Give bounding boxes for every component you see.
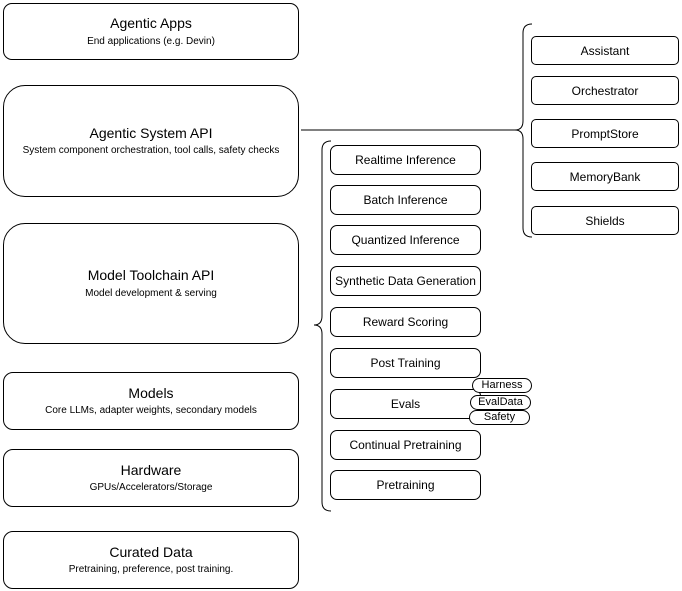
- layer-box-hardware: Hardware GPUs/Accelerators/Storage: [3, 449, 299, 507]
- layer-box-model-toolchain-api: Model Toolchain API Model development & …: [3, 223, 299, 344]
- layer-title: Agentic Apps: [110, 15, 192, 32]
- layer-box-curated-data: Curated Data Pretraining, preference, po…: [3, 531, 299, 589]
- layer-subtitle: End applications (e.g. Devin): [87, 35, 215, 47]
- layer-title: Curated Data: [109, 543, 193, 560]
- layer-subtitle: Model development & serving: [85, 287, 217, 299]
- toolchain-brace: [313, 140, 332, 512]
- layer-title: Hardware: [120, 461, 182, 478]
- toolchain-item-synthetic-data-generation: Synthetic Data Generation: [330, 266, 481, 296]
- toolchain-item-realtime-inference: Realtime Inference: [330, 145, 481, 175]
- toolchain-item-pretraining: Pretraining: [330, 470, 481, 500]
- layer-box-agentic-apps: Agentic Apps End applications (e.g. Devi…: [3, 3, 299, 60]
- toolchain-item-reward-scoring: Reward Scoring: [330, 307, 481, 337]
- layer-subtitle: System component orchestration, tool cal…: [22, 145, 280, 157]
- evals-tag-harness: Harness: [472, 378, 532, 393]
- component-orchestrator: Orchestrator: [531, 76, 679, 105]
- layer-subtitle: Pretraining, preference, post training.: [68, 564, 234, 576]
- layer-title: Agentic System API: [89, 124, 213, 141]
- layer-title: Models: [128, 384, 174, 401]
- toolchain-item-post-training: Post Training: [330, 348, 481, 378]
- components-brace: [514, 23, 533, 238]
- toolchain-item-continual-pretraining: Continual Pretraining: [330, 430, 481, 460]
- component-shields: Shields: [531, 206, 679, 235]
- layer-subtitle: GPUs/Accelerators/Storage: [89, 482, 213, 494]
- evals-tag-evaldata: EvalData: [470, 395, 531, 410]
- toolchain-item-evals: Evals: [330, 389, 481, 419]
- layer-subtitle: Core LLMs, adapter weights, secondary mo…: [45, 405, 257, 417]
- component-memorybank: MemoryBank: [531, 162, 679, 191]
- layer-box-agentic-system-api: Agentic System API System component orch…: [3, 85, 299, 197]
- component-promptstore: PromptStore: [531, 119, 679, 148]
- layer-title: Model Toolchain API: [87, 267, 215, 284]
- toolchain-item-quantized-inference: Quantized Inference: [330, 225, 481, 255]
- component-assistant: Assistant: [531, 36, 679, 65]
- toolchain-item-batch-inference: Batch Inference: [330, 185, 481, 215]
- layer-box-models: Models Core LLMs, adapter weights, secon…: [3, 372, 299, 430]
- evals-tag-safety: Safety: [469, 410, 530, 425]
